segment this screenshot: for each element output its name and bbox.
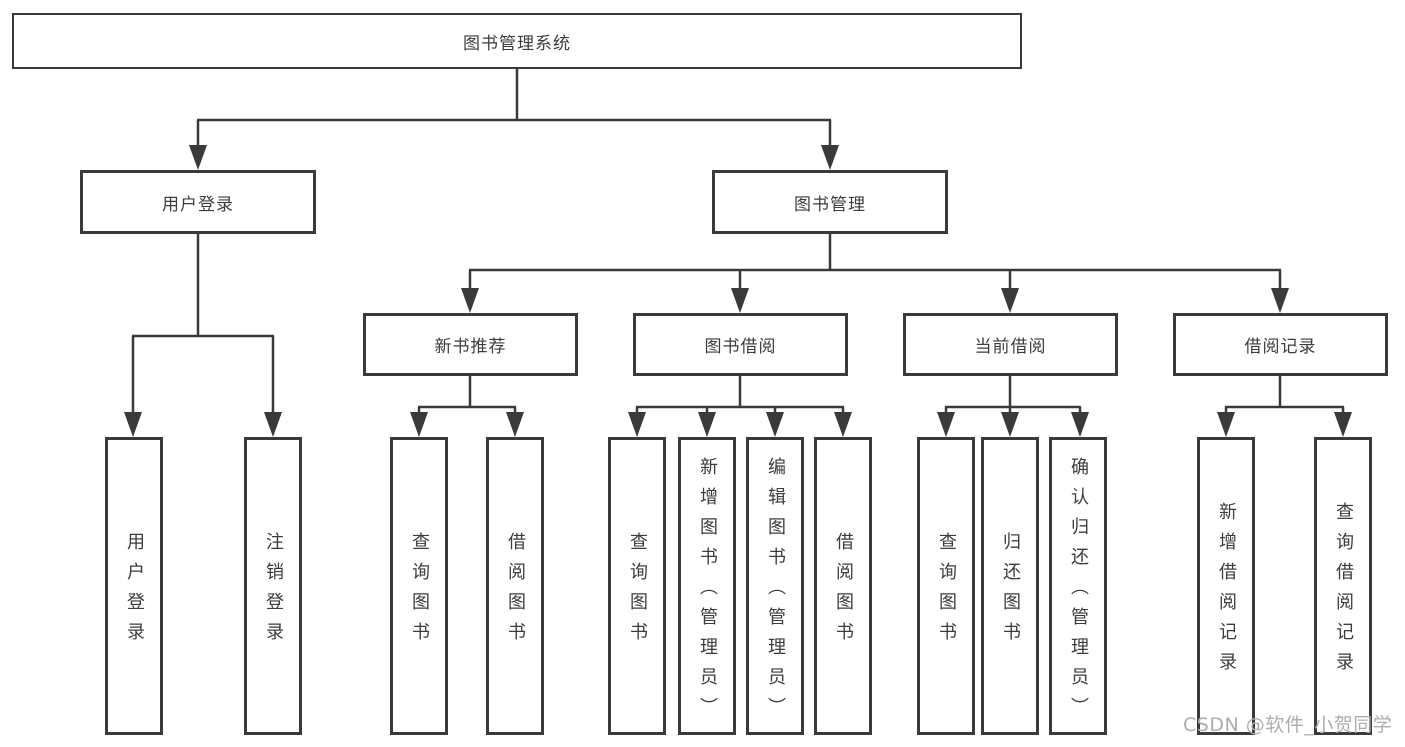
- arrowhead: [1217, 412, 1235, 437]
- arrowhead: [1071, 412, 1089, 437]
- leaf-label: 确认归还（管理员）: [1068, 457, 1089, 727]
- node-new-book-recommend: 新书推荐: [363, 313, 578, 376]
- arrowhead: [1001, 412, 1019, 437]
- arrowhead: [766, 412, 784, 437]
- arrowhead: [506, 412, 524, 437]
- arrowhead: [731, 288, 749, 313]
- leaf-borrow-books: 借阅图书: [814, 437, 872, 735]
- leaf-confirm-return-admin: 确认归还（管理员）: [1049, 437, 1107, 735]
- leaf-borrow-books-recommend: 借阅图书: [486, 437, 544, 735]
- connector-user-login-children: [131, 233, 275, 418]
- leaf-query-books-recommend: 查询图书: [390, 437, 448, 735]
- leaf-label: 借阅图书: [833, 532, 854, 652]
- leaf-label: 新增借阅记录: [1216, 502, 1237, 682]
- connector-current-borrow-children: [944, 375, 1082, 418]
- leaf-label: 编辑图书（管理员）: [765, 457, 786, 727]
- arrowhead: [264, 412, 282, 437]
- connector-root-to-level2: [196, 68, 832, 150]
- leaf-label: 注销登录: [263, 532, 284, 652]
- leaf-add-book-admin: 新增图书（管理员）: [678, 437, 736, 735]
- arrowhead: [937, 412, 955, 437]
- arrowhead: [628, 412, 646, 437]
- arrowhead: [410, 412, 428, 437]
- leaf-user-login: 用户登录: [105, 437, 163, 735]
- arrowhead: [124, 412, 142, 437]
- leaf-label: 查询图书: [409, 532, 430, 652]
- arrowhead: [1271, 288, 1289, 313]
- arrowhead: [834, 412, 852, 437]
- leaf-logout: 注销登录: [244, 437, 302, 735]
- leaf-query-books-current: 查询图书: [917, 437, 975, 735]
- arrowhead: [1334, 412, 1352, 437]
- leaf-label: 用户登录: [124, 532, 145, 652]
- arrowhead: [461, 288, 479, 313]
- node-borrow-records: 借阅记录: [1173, 313, 1388, 376]
- leaf-label: 新增图书（管理员）: [697, 457, 718, 727]
- leaf-label: 归还图书: [1000, 532, 1021, 652]
- connector-new-book-children: [417, 375, 517, 418]
- leaf-query-borrow-record: 查询借阅记录: [1314, 437, 1372, 735]
- node-book-management: 图书管理: [712, 170, 948, 234]
- connector-borrow-records-children: [1224, 375, 1345, 418]
- leaf-query-books-borrow: 查询图书: [608, 437, 666, 735]
- leaf-label: 借阅图书: [505, 532, 526, 652]
- arrowhead: [821, 145, 839, 170]
- leaf-edit-book-admin: 编辑图书（管理员）: [746, 437, 804, 735]
- connector-book-borrow-children: [635, 375, 845, 418]
- csdn-watermark: CSDN @软件_小贺同学: [1183, 714, 1393, 736]
- node-user-login: 用户登录: [80, 170, 316, 234]
- node-library-system: 图书管理系统: [12, 13, 1022, 69]
- connector-book-management-children: [468, 233, 1282, 293]
- arrowhead: [698, 412, 716, 437]
- leaf-add-borrow-record: 新增借阅记录: [1197, 437, 1255, 735]
- node-book-borrow: 图书借阅: [633, 313, 848, 376]
- leaf-label: 查询图书: [936, 532, 957, 652]
- node-current-borrow: 当前借阅: [903, 313, 1118, 376]
- leaf-label: 查询图书: [627, 532, 648, 652]
- arrowhead: [1001, 288, 1019, 313]
- leaf-label: 查询借阅记录: [1333, 502, 1354, 682]
- leaf-return-book: 归还图书: [981, 437, 1039, 735]
- arrowhead: [189, 145, 207, 170]
